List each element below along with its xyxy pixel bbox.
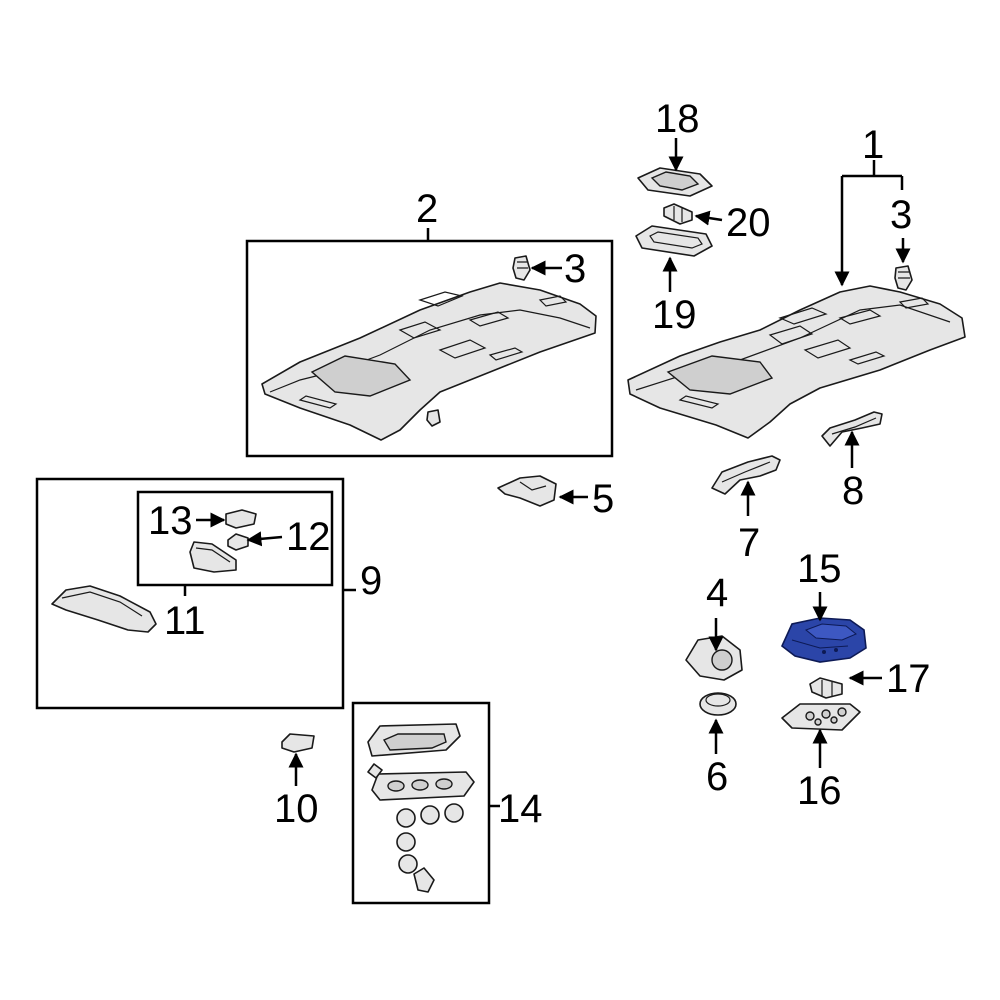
- callout-3-left: 3: [564, 247, 586, 291]
- sun-visor-part-9[interactable]: [51, 585, 157, 633]
- cap-part-4[interactable]: [685, 635, 743, 681]
- bulb-part-12[interactable]: [227, 533, 249, 551]
- grab-handle-part-7[interactable]: [711, 455, 781, 495]
- mirror-part-11[interactable]: [189, 541, 237, 573]
- overhead-console-part-15[interactable]: [781, 617, 867, 663]
- callout-12: 12: [286, 515, 331, 559]
- callout-8: 8: [842, 469, 864, 513]
- headliner-part-1[interactable]: [627, 285, 966, 439]
- lens-part-16[interactable]: [781, 703, 861, 731]
- bracket-part-5[interactable]: [497, 475, 557, 507]
- callout-14: 14: [498, 787, 543, 831]
- callout-11: 11: [164, 599, 206, 643]
- group-box-9: [35, 477, 345, 710]
- cover-part-10[interactable]: [281, 733, 315, 753]
- callout-19: 19: [652, 293, 697, 337]
- leader-lines: [183, 138, 911, 808]
- callout-7: 7: [738, 521, 760, 565]
- callout-1: 1: [862, 123, 884, 167]
- clip-small-lower: [426, 409, 441, 427]
- group-box-11: [136, 490, 334, 587]
- callout-15: 15: [797, 547, 842, 591]
- callout-16: 16: [797, 769, 842, 813]
- callout-9: 9: [360, 559, 382, 603]
- lamp-part-18[interactable]: [637, 167, 713, 197]
- lens-part-13[interactable]: [225, 509, 257, 529]
- clip-part-3-left[interactable]: [512, 255, 531, 281]
- callout-3-right: 3: [890, 193, 912, 237]
- bulb-part-17[interactable]: [809, 677, 843, 699]
- clip-part-3-right[interactable]: [894, 265, 913, 291]
- console-part-14[interactable]: [367, 723, 475, 893]
- callout-6: 6: [706, 755, 728, 799]
- callout-13: 13: [148, 499, 193, 543]
- callout-18: 18: [655, 97, 700, 141]
- lens-part-19[interactable]: [635, 225, 713, 257]
- callout-10: 10: [274, 787, 319, 831]
- headliner-part-2[interactable]: [261, 282, 597, 441]
- bulb-part-20[interactable]: [663, 203, 693, 225]
- callout-2: 2: [416, 187, 438, 231]
- grab-handle-part-8[interactable]: [821, 411, 883, 447]
- callout-17: 17: [886, 657, 931, 701]
- callout-20: 20: [726, 201, 771, 245]
- group-box-14: [351, 701, 491, 905]
- callout-5: 5: [592, 477, 614, 521]
- cover-part-6[interactable]: [699, 692, 737, 716]
- group-box-2: [245, 239, 614, 458]
- callout-4: 4: [706, 571, 728, 615]
